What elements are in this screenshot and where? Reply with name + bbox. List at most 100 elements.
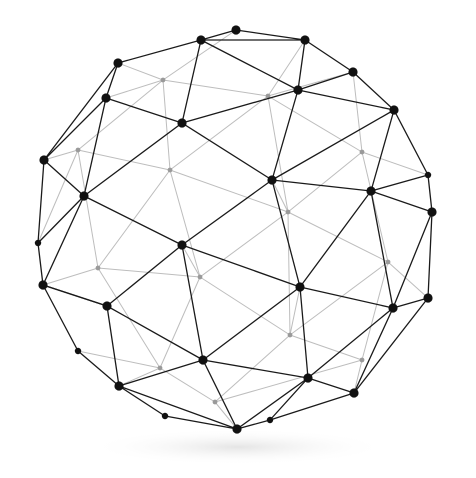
front-edge xyxy=(271,179,372,192)
front-node xyxy=(114,381,124,391)
back-nodes-group xyxy=(75,77,391,405)
back-edge xyxy=(289,261,389,336)
back-edge xyxy=(43,149,79,161)
front-node xyxy=(161,412,169,420)
front-edge xyxy=(118,359,204,387)
back-edge xyxy=(214,401,238,430)
front-edge xyxy=(304,39,354,73)
back-node xyxy=(265,93,271,99)
back-edge xyxy=(159,367,216,403)
front-edge xyxy=(427,211,433,299)
back-edge xyxy=(181,244,201,278)
front-edge xyxy=(370,190,433,213)
front-edge xyxy=(271,109,395,181)
front-edge xyxy=(370,174,429,192)
back-node xyxy=(285,209,291,215)
front-edge xyxy=(83,195,183,246)
front-node xyxy=(177,240,187,250)
front-edge xyxy=(117,39,202,64)
back-edge xyxy=(287,211,389,263)
front-node xyxy=(427,207,437,217)
front-edge xyxy=(164,415,238,430)
front-edge xyxy=(269,392,355,421)
front-edge xyxy=(352,71,395,111)
front-node xyxy=(39,155,49,165)
front-edge xyxy=(181,122,273,181)
front-edge xyxy=(118,385,238,430)
front-edge xyxy=(181,179,273,246)
front-edge xyxy=(392,211,433,309)
front-node xyxy=(388,303,398,313)
back-edge xyxy=(37,149,79,244)
front-node xyxy=(196,35,206,45)
front-edge xyxy=(202,286,301,361)
front-edge xyxy=(200,39,299,91)
front-edge xyxy=(181,244,204,361)
back-node xyxy=(197,274,203,280)
front-edge xyxy=(37,195,85,244)
back-edge xyxy=(199,211,289,278)
front-edge xyxy=(83,97,107,197)
front-node xyxy=(198,355,208,365)
front-edge xyxy=(181,89,299,124)
front-node xyxy=(295,282,305,292)
back-edge xyxy=(199,276,291,336)
back-node xyxy=(359,149,365,155)
front-node xyxy=(231,25,241,35)
front-edge xyxy=(392,297,429,309)
back-edge xyxy=(162,79,171,171)
back-edge xyxy=(77,350,161,369)
front-node xyxy=(424,171,432,179)
front-edge xyxy=(42,195,85,286)
back-edge xyxy=(169,95,269,171)
front-edge xyxy=(370,190,394,309)
front-edge xyxy=(37,159,45,244)
back-node xyxy=(287,332,293,338)
front-edge xyxy=(105,97,183,124)
front-node xyxy=(102,301,112,311)
back-edge xyxy=(77,79,164,151)
back-edge xyxy=(97,169,171,269)
front-node xyxy=(348,67,358,77)
front-edge xyxy=(353,297,429,394)
back-edge xyxy=(77,149,99,269)
front-edge xyxy=(370,109,395,192)
front-edge xyxy=(181,39,202,124)
front-node xyxy=(266,416,274,424)
front-edge xyxy=(271,89,299,181)
front-node xyxy=(267,175,277,185)
back-node xyxy=(212,399,218,405)
front-edge xyxy=(106,305,204,361)
back-edge xyxy=(289,334,363,361)
front-edge xyxy=(299,190,372,288)
front-edge xyxy=(299,286,309,379)
back-edge xyxy=(267,95,289,213)
back-edge xyxy=(361,261,389,361)
front-edge xyxy=(43,159,85,197)
front-node xyxy=(349,388,359,398)
back-edge xyxy=(117,62,164,81)
back-edge xyxy=(287,211,291,336)
back-edge xyxy=(287,151,363,213)
front-node xyxy=(74,347,82,355)
front-node xyxy=(293,85,303,95)
back-node xyxy=(167,167,173,173)
front-edge xyxy=(269,377,309,421)
back-node xyxy=(75,147,81,153)
front-node xyxy=(113,58,123,68)
front-edge xyxy=(297,89,395,111)
front-edge xyxy=(299,286,394,309)
back-node xyxy=(95,265,101,271)
front-edge xyxy=(105,62,119,99)
front-edge xyxy=(118,385,166,417)
front-node xyxy=(177,118,187,128)
front-edge xyxy=(297,39,306,91)
back-edge xyxy=(159,276,201,369)
back-edge xyxy=(118,367,161,387)
front-node xyxy=(366,186,376,196)
back-edge xyxy=(105,79,164,99)
back-edge xyxy=(271,179,289,213)
back-edge xyxy=(353,359,363,394)
front-edge xyxy=(235,29,306,41)
